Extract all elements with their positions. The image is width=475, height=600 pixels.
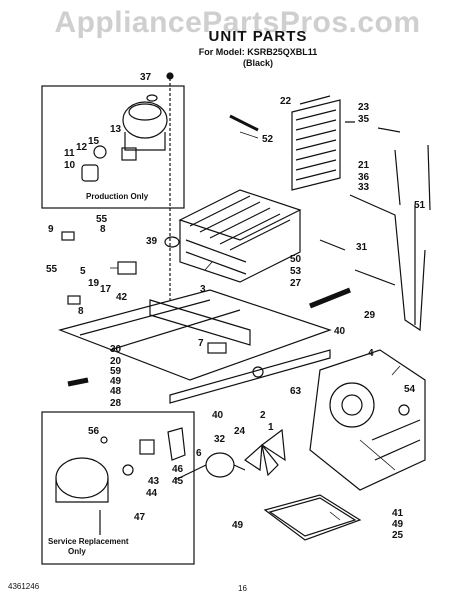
callout: 51	[414, 200, 426, 211]
callout: 12	[76, 142, 88, 153]
callout: 33	[358, 182, 370, 193]
callout: 15	[88, 136, 100, 147]
callout: 2	[260, 410, 266, 421]
callout: 1	[268, 422, 274, 433]
service-relay-icon	[122, 427, 186, 476]
clamp-icon	[345, 121, 401, 133]
callout: 6	[196, 448, 202, 459]
callout: 49	[232, 520, 244, 531]
callout: 28	[110, 398, 122, 409]
tubing-icon	[349, 194, 426, 332]
callout: 9	[48, 224, 54, 235]
document-number: 4361246	[8, 582, 40, 591]
callout: 41	[392, 508, 404, 519]
grommet-54-icon	[398, 404, 410, 416]
screw-icon	[61, 231, 75, 241]
callout: 55	[96, 214, 108, 225]
callout: 3	[200, 284, 206, 295]
callout: 21	[358, 160, 370, 171]
drain-pan-icon	[263, 494, 362, 541]
grommet-63-icon	[252, 366, 264, 378]
callout: 37	[140, 72, 152, 83]
callout: 5	[80, 266, 86, 277]
callout: 47	[134, 512, 146, 523]
service-replacement-label-line2: Only	[68, 547, 86, 556]
callout: 50	[290, 254, 302, 265]
drain-tube-icon	[229, 114, 259, 132]
callout: 29	[364, 310, 376, 321]
fan-motor-icon	[174, 452, 246, 481]
model-color: (Black)	[242, 58, 273, 68]
page-number: 16	[238, 584, 247, 593]
callout: 8	[78, 306, 84, 317]
callout: 49	[392, 519, 404, 530]
callout: 40	[212, 410, 224, 421]
callout-labels: 37 22 23 35 13 15 12 11 10 52 21 36 33 5…	[46, 72, 426, 541]
callout: 27	[290, 278, 302, 289]
page-title: UNIT PARTS	[208, 28, 308, 45]
model-number: For Model: KSRB25QXBL11	[198, 47, 318, 57]
compressor-icon	[122, 94, 168, 151]
service-replacement-box	[41, 411, 195, 565]
callout: 36	[358, 172, 370, 183]
callout: 22	[280, 96, 292, 107]
callout: 30	[110, 344, 122, 355]
callout: 44	[146, 488, 158, 499]
callout: 52	[262, 134, 274, 145]
callout: 4	[368, 348, 374, 359]
callout: 32	[214, 434, 226, 445]
grommet-icon	[164, 236, 180, 248]
callout: 63	[290, 386, 302, 397]
callout: 35	[358, 114, 370, 125]
fan-blade-icon	[244, 428, 286, 477]
callout: 59	[110, 366, 122, 377]
terminal-icon	[117, 261, 137, 275]
callout: 31	[356, 242, 368, 253]
production-only-label: Production Only	[86, 192, 149, 201]
callout: 55	[46, 264, 58, 275]
callout: 13	[110, 124, 122, 135]
callout: 24	[234, 426, 246, 437]
service-compressor-icon	[55, 436, 109, 535]
relay-icon	[81, 145, 137, 182]
callout: 43	[148, 476, 160, 487]
callout: 56	[88, 426, 100, 437]
callout: 45	[172, 476, 184, 487]
callout: 53	[290, 266, 302, 277]
evaporator-coil-icon	[291, 95, 341, 191]
fan-motor-bracket-icon	[309, 287, 351, 309]
service-replacement-label: Service Replacement	[48, 537, 129, 546]
condenser-fan-shroud-icon	[309, 349, 426, 491]
callout: 42	[116, 292, 128, 303]
callout: 10	[64, 160, 76, 171]
spacer-icon	[67, 377, 89, 387]
watermark: AppliancePartsPros.com	[54, 6, 421, 39]
callout: 49	[110, 376, 122, 387]
callout: 11	[64, 148, 75, 159]
callout: 17	[100, 284, 112, 295]
callout: 54	[404, 384, 416, 395]
clip-icon	[207, 342, 227, 354]
callout: 40	[334, 326, 346, 337]
base-frame-icon	[58, 289, 332, 404]
callout: 46	[172, 464, 184, 475]
callout: 7	[198, 338, 204, 349]
callout: 8	[100, 224, 106, 235]
condenser-coil-icon	[178, 189, 302, 283]
callout: 23	[358, 102, 370, 113]
production-only-box	[41, 85, 185, 209]
callout: 19	[88, 278, 100, 289]
callout: 20	[110, 356, 122, 367]
callout: 25	[392, 530, 404, 541]
callout: 39	[146, 236, 158, 247]
callout: 48	[110, 386, 122, 397]
